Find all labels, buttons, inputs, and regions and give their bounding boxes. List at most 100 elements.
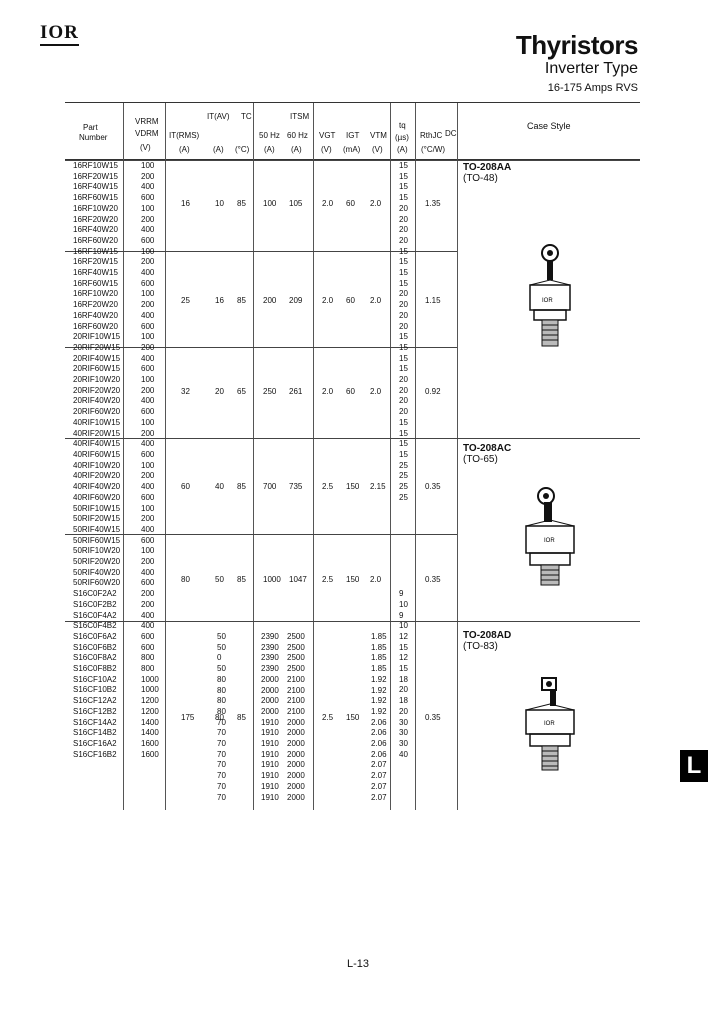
group-value-it_av: 16 — [215, 296, 224, 305]
table-cell-vtm_s: 2.06 — [371, 728, 387, 738]
table-cell-part: 50RIF60W15 — [73, 535, 121, 545]
table-cell-part: 40RIF40W20 — [73, 482, 121, 492]
table-cell-vrrm: 400 — [141, 310, 155, 320]
table-cell-tq: 20 — [399, 396, 408, 406]
table-cell-part: 20RIF10W15 — [73, 332, 121, 342]
table-cell-part: 16RF60W15 — [73, 278, 118, 288]
table-cell-tq: 20 — [399, 289, 408, 299]
table-cell-vtm_s: 1.85 — [371, 642, 387, 652]
table-cell-hz60_s: 2000 — [287, 781, 305, 791]
device-marking: IOR — [544, 538, 555, 544]
table-cell-tq — [399, 546, 408, 557]
table-cell-vrrm: 600 — [141, 578, 155, 588]
table-cell-hz50_s: 1910 — [261, 717, 279, 727]
table-cell-tq: 25 — [399, 460, 408, 470]
hdr-tc: TC — [241, 112, 252, 121]
table-cell-tq — [399, 525, 408, 536]
group-value-vtm: 2.0 — [370, 296, 382, 305]
table-cell-vtm_s: 1.92 — [371, 685, 387, 695]
table-cell-tq — [399, 536, 408, 547]
table-cell-tq: 15 — [399, 417, 408, 427]
table-cell-tq: 30 — [399, 738, 408, 748]
hdr-number: Number — [79, 133, 108, 142]
table-cell-hz50_s: 2390 — [261, 642, 279, 652]
table-cell-vrrm: 200 — [141, 342, 155, 352]
table-cell-tq: 12 — [399, 631, 408, 641]
table-cell-vrrm: 600 — [141, 235, 155, 245]
hdr-tq-unit: (µs) — [395, 133, 409, 142]
table-cell-hz60_s: 2000 — [287, 749, 305, 759]
hdr-it-rms: IT(RMS) — [169, 131, 200, 140]
table-cell-part: 16RF60W20 — [73, 321, 118, 331]
col-divider — [123, 103, 124, 810]
table-cell-it_av_s: 70 — [217, 771, 226, 781]
table-cell-vrrm: 1000 — [141, 685, 159, 695]
hdr-itsm: ITSM — [290, 112, 310, 121]
table-cell-vrrm: 600 — [141, 535, 155, 545]
group-value-hz50: 250 — [263, 387, 277, 396]
row-divider — [65, 160, 640, 161]
hdr-vrrm-unit: (V) — [140, 143, 151, 152]
table-cell-vrrm: 100 — [141, 503, 155, 513]
group-value-tc: 85 — [237, 199, 246, 208]
table-cell-hz60_s: 2100 — [287, 685, 305, 695]
group-value-igt: 150 — [346, 482, 360, 491]
table-cell-tq: 40 — [399, 749, 408, 759]
group-value-vgt: 2.0 — [322, 199, 334, 208]
table-cell-tq: 12 — [399, 653, 408, 663]
table-cell-vrrm: 1000 — [141, 674, 159, 684]
table-cell-it_av_s: 80 — [217, 706, 226, 716]
table-cell-part: 20RIF20W20 — [73, 385, 121, 395]
table-cell-tq — [399, 557, 408, 568]
table-cell-vrrm: 400 — [141, 353, 155, 363]
hdr-igt: IGT — [346, 131, 360, 140]
table-cell-vtm_s: 2.07 — [371, 760, 387, 770]
group-value-it_rms: 32 — [181, 387, 190, 396]
group-value-vgt: 2.5 — [322, 713, 334, 722]
table-cell-hz50_s: 1910 — [261, 781, 279, 791]
group-value-vgt: 2.5 — [322, 575, 334, 584]
table-cell-part: 50RIF60W20 — [73, 578, 121, 588]
table-cell-tq: 15 — [399, 449, 408, 459]
group-value-vgt: 2.5 — [322, 482, 334, 491]
group-value-rth: 0.35 — [425, 713, 441, 722]
table-cell-part: 40RIF60W20 — [73, 492, 121, 502]
hdr-dc: DC — [445, 129, 457, 138]
table-cell-hz50_s: 2390 — [261, 664, 279, 674]
table-cell-vrrm: 400 — [141, 225, 155, 235]
table-cell-vrrm: 200 — [141, 589, 155, 599]
table-cell-part: S16CF10A2 — [73, 674, 117, 684]
table-cell-hz50_s: 1910 — [261, 792, 279, 802]
table-cell-part: 16RF20W15 — [73, 171, 118, 181]
table-cell-part: 40RIF20W15 — [73, 428, 121, 438]
table-cell-vrrm: 1400 — [141, 728, 159, 738]
group-divider — [65, 347, 457, 348]
table-cell-hz50_s: 2390 — [261, 653, 279, 663]
table-cell-vrrm: 800 — [141, 653, 155, 663]
col-divider — [165, 103, 166, 810]
group-value-igt: 60 — [346, 296, 355, 305]
table-cell-tq: 15 — [399, 257, 408, 267]
table-cell-hz60_s: 2100 — [287, 696, 305, 706]
table-cell-vtm_s: 2.07 — [371, 792, 387, 802]
table-cell-vrrm: 1600 — [141, 749, 159, 759]
table-cell-part: S16C0F6B2 — [73, 642, 117, 652]
table-cell-tq: 20 — [399, 235, 408, 245]
group-value-tc: 65 — [237, 387, 246, 396]
table-cell-vrrm: 400 — [141, 268, 155, 278]
table-cell-hz60_s: 2100 — [287, 674, 305, 684]
table-cell-tq: 15 — [399, 268, 408, 278]
table-cell-hz60_s: 2000 — [287, 760, 305, 770]
table-cell-vrrm: 200 — [141, 385, 155, 395]
spec-table: Part Number VRRM VDRM (V) IT(AV) TC IT(R… — [65, 102, 640, 810]
page-title: Thyristors — [515, 30, 639, 60]
table-cell-it_av_s: 50 — [217, 642, 226, 652]
table-cell-it_av_s: 50 — [217, 632, 226, 641]
group-value-it_av: 20 — [215, 387, 224, 396]
table-cell-it_av_s: 70 — [217, 781, 226, 791]
case-name: TO-208AD — [463, 630, 512, 641]
case-to208ad: TO-208AD (TO-83) — [463, 630, 511, 652]
col-divider — [253, 103, 254, 810]
